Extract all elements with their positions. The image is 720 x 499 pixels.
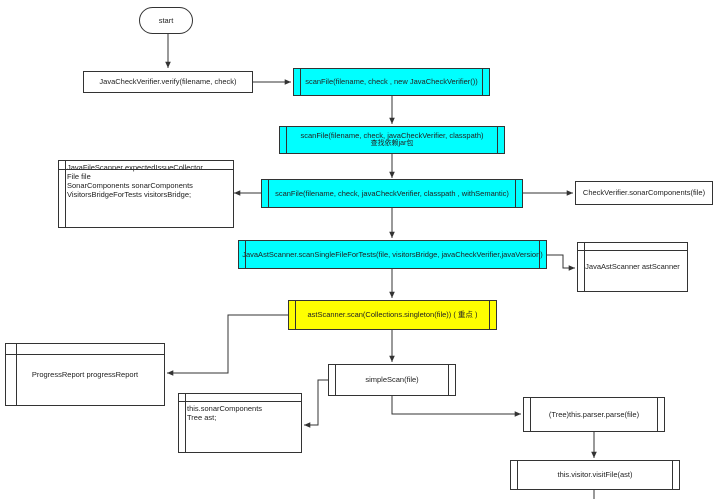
storage-bar-top [59, 169, 233, 170]
scan-file-note: 查找依赖jar包 [370, 140, 414, 148]
ast-scan-label: astScanner.scan(Collections.singleton(fi… [307, 310, 478, 320]
ast-scan-node: astScanner.scan(Collections.singleton(fi… [288, 300, 497, 330]
start-node: start [139, 7, 193, 34]
process-bar-right [515, 180, 516, 207]
fields-line-3: SonarComponents sonarComponents [67, 181, 193, 190]
process-bar-left [295, 301, 296, 329]
start-label: start [158, 15, 174, 25]
fields-box: JavaFileScanner expectedIssueCollector F… [58, 160, 234, 228]
sonar-components-label: CheckVerifier.sonarComponents(file) [582, 188, 706, 198]
visit-file-node: this.visitor.visitFile(ast) [510, 460, 680, 490]
simple-scan-node: simpleScan(file) [328, 364, 456, 396]
parser-parse-node: (Tree)this.parser.parse(file) [523, 397, 665, 432]
process-bar-left [517, 461, 518, 489]
process-bar-right [672, 461, 673, 489]
process-bar-right [482, 69, 483, 95]
storage-bar-top [6, 354, 164, 355]
process-bar-left [286, 127, 287, 153]
scan-file-label-2: scanFile(filename, check, javaCheckVerif… [300, 130, 484, 140]
scan-file-label-1: scanFile(filename, check , new JavaCheck… [305, 77, 478, 87]
process-bar-right [539, 241, 540, 268]
verify-label: JavaCheckVerifier.verify(filename, check… [99, 77, 237, 87]
ast-scanner-label: JavaAstScanner astScanner [585, 262, 680, 272]
ast-scanner-node: JavaAstScanner astScanner [577, 242, 688, 292]
arrow-astscan-to-progress [167, 314, 288, 376]
scan-file-node-3: scanFile(filename, check, javaCheckVerif… [261, 179, 523, 208]
scan-single-file-node: JavaAstScanner.scanSingleFileForTests(fi… [238, 240, 547, 269]
locals-line-1: this.sonarComponents [187, 404, 263, 413]
visit-file-label: this.visitor.visitFile(ast) [557, 470, 633, 480]
process-bar-left [530, 398, 531, 431]
process-bar-left [300, 69, 301, 95]
storage-bar [185, 394, 186, 452]
process-bar-right [448, 365, 449, 395]
simple-scan-label: simpleScan(file) [365, 375, 419, 385]
storage-bar [65, 161, 66, 227]
arrow-simplescan-to-parser [391, 396, 521, 417]
parser-parse-label: (Tree)this.parser.parse(file) [548, 409, 640, 419]
progress-report-node: ProgressReport progressReport [5, 343, 165, 406]
process-bar-right [489, 301, 490, 329]
storage-bar [584, 243, 585, 291]
process-bar-right [497, 127, 498, 153]
scan-single-file-label: JavaAstScanner.scanSingleFileForTests(fi… [242, 249, 543, 259]
progress-report-label: ProgressReport progressReport [31, 369, 139, 379]
fields-line-1: JavaFileScanner expectedIssueCollector [67, 163, 203, 172]
arrow-simplescan-to-locals [304, 379, 328, 428]
locals-line-2: Tree ast; [187, 413, 217, 422]
scan-file-node-1: scanFile(filename, check , new JavaCheck… [293, 68, 490, 96]
storage-bar-top [578, 250, 687, 251]
storage-bar-top [179, 401, 301, 402]
scan-file-node-2: scanFile(filename, check, javaCheckVerif… [279, 126, 505, 154]
process-bar-left [245, 241, 246, 268]
locals-box: this.sonarComponents Tree ast; [178, 393, 302, 453]
fields-line-2: File file [67, 172, 91, 181]
sonar-components-node: CheckVerifier.sonarComponents(file) [575, 181, 713, 205]
verify-node: JavaCheckVerifier.verify(filename, check… [83, 71, 253, 93]
process-bar-right [657, 398, 658, 431]
arrow-scansingle-to-astscanner [547, 254, 575, 271]
storage-bar [16, 344, 17, 405]
fields-line-4: VisitorsBridgeForTests visitorsBridge; [67, 190, 192, 199]
process-bar-left [335, 365, 336, 395]
scan-file-label-3: scanFile(filename, check, javaCheckVerif… [275, 188, 509, 198]
process-bar-left [268, 180, 269, 207]
